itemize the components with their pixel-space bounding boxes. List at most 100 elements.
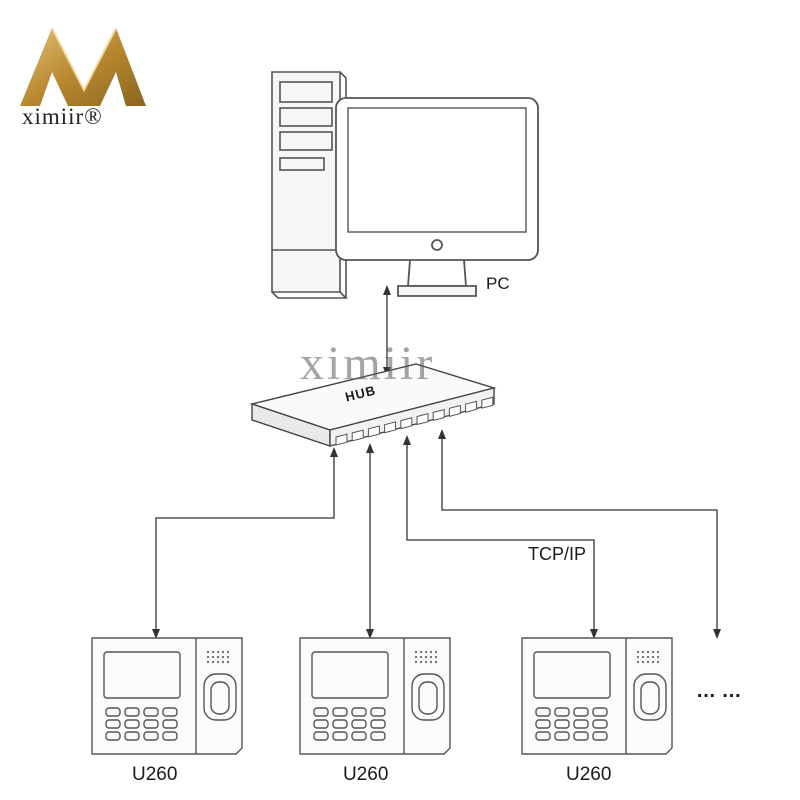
speaker-dot — [206, 650, 210, 654]
keypad-key — [124, 707, 140, 717]
keypad-key — [573, 731, 589, 741]
keypad-key — [573, 707, 589, 717]
speaker-dot — [221, 660, 225, 664]
speaker-dot — [216, 650, 220, 654]
fingerprint-sensor-icon — [210, 681, 230, 715]
keypad-key — [592, 719, 608, 729]
speaker-dot — [636, 660, 640, 664]
keypad-key — [105, 719, 121, 729]
speaker-dot — [419, 655, 423, 659]
hub-port — [367, 425, 380, 438]
speaker-dot — [206, 655, 210, 659]
keypad-key — [370, 719, 386, 729]
speaker-dot — [216, 655, 220, 659]
hub-port — [335, 433, 348, 446]
pc-label: PC — [486, 274, 510, 293]
speaker-dot — [414, 660, 418, 664]
device-label-2: U260 — [343, 764, 389, 785]
speaker-dot — [429, 650, 433, 654]
device-screen — [311, 651, 389, 699]
link-hub-device-1 — [152, 447, 338, 639]
keypad-key — [535, 731, 551, 741]
speaker-dot — [651, 660, 655, 664]
speaker-dot — [414, 650, 418, 654]
speaker-dot — [434, 660, 438, 664]
fingerprint-sensor-icon — [418, 681, 438, 715]
device-screen — [533, 651, 611, 699]
keypad-key — [351, 707, 367, 717]
u260-device — [521, 637, 673, 755]
hub-ports — [335, 396, 494, 446]
speaker-dot — [641, 660, 645, 664]
keypad-key — [332, 707, 348, 717]
keypad-key — [535, 719, 551, 729]
speaker-dot — [429, 660, 433, 664]
keypad-key — [143, 719, 159, 729]
keypad-key — [370, 707, 386, 717]
speaker-dot — [424, 655, 428, 659]
keypad-key — [105, 707, 121, 717]
device-screen — [103, 651, 181, 699]
keypad-key — [554, 707, 570, 717]
device-links — [152, 429, 721, 639]
u260-device — [91, 637, 243, 755]
keypad-key — [592, 707, 608, 717]
monitor — [335, 97, 539, 297]
speaker-dot — [636, 650, 640, 654]
speaker-dot — [419, 660, 423, 664]
device-label-1: U260 — [132, 764, 178, 785]
keypad-key — [162, 719, 178, 729]
keypad-key — [573, 719, 589, 729]
link-hub-more — [438, 429, 721, 639]
speaker-dot — [656, 660, 660, 664]
keypad-key — [124, 731, 140, 741]
keypad-key — [332, 731, 348, 741]
keypad-key — [143, 731, 159, 741]
speaker-dot — [646, 660, 650, 664]
pc-tower — [271, 71, 348, 299]
keypad-key — [313, 719, 329, 729]
speaker-dot — [206, 660, 210, 664]
speaker-dot — [641, 650, 645, 654]
speaker-dot — [211, 660, 215, 664]
speaker-dot — [651, 655, 655, 659]
speaker-dot — [216, 660, 220, 664]
speaker-dot — [434, 650, 438, 654]
device-label-3: U260 — [566, 764, 612, 785]
speaker-dot — [221, 655, 225, 659]
speaker-dot — [656, 655, 660, 659]
keypad-key — [143, 707, 159, 717]
speaker-dot — [414, 655, 418, 659]
hub-port — [448, 404, 461, 417]
continuation-label: … … — [696, 680, 742, 702]
fingerprint-housing — [203, 673, 237, 721]
logo-text: ximiir® — [22, 104, 103, 129]
speaker-dot — [419, 650, 423, 654]
speaker-dot — [646, 655, 650, 659]
hub-port — [416, 413, 429, 426]
network-hub — [249, 363, 497, 447]
keypad-key — [592, 731, 608, 741]
speaker-dot — [656, 650, 660, 654]
keypad-key — [370, 731, 386, 741]
keypad-key — [162, 707, 178, 717]
hub-port — [351, 429, 364, 442]
speaker-dot — [211, 655, 215, 659]
fingerprint-housing — [633, 673, 667, 721]
keypad-key — [351, 731, 367, 741]
speaker-dot — [636, 655, 640, 659]
keypad-key — [313, 731, 329, 741]
fingerprint-sensor-icon — [640, 681, 660, 715]
watermark-text: ximiir — [300, 337, 436, 390]
hub-port — [384, 421, 397, 434]
hub-port — [432, 408, 445, 422]
speaker-dot — [429, 655, 433, 659]
hub-port — [465, 400, 478, 413]
keypad-key — [313, 707, 329, 717]
speaker-dot — [226, 650, 230, 654]
keypad-key — [351, 719, 367, 729]
speaker-dot — [651, 650, 655, 654]
speaker-dot — [424, 660, 428, 664]
speaker-dot — [221, 650, 225, 654]
